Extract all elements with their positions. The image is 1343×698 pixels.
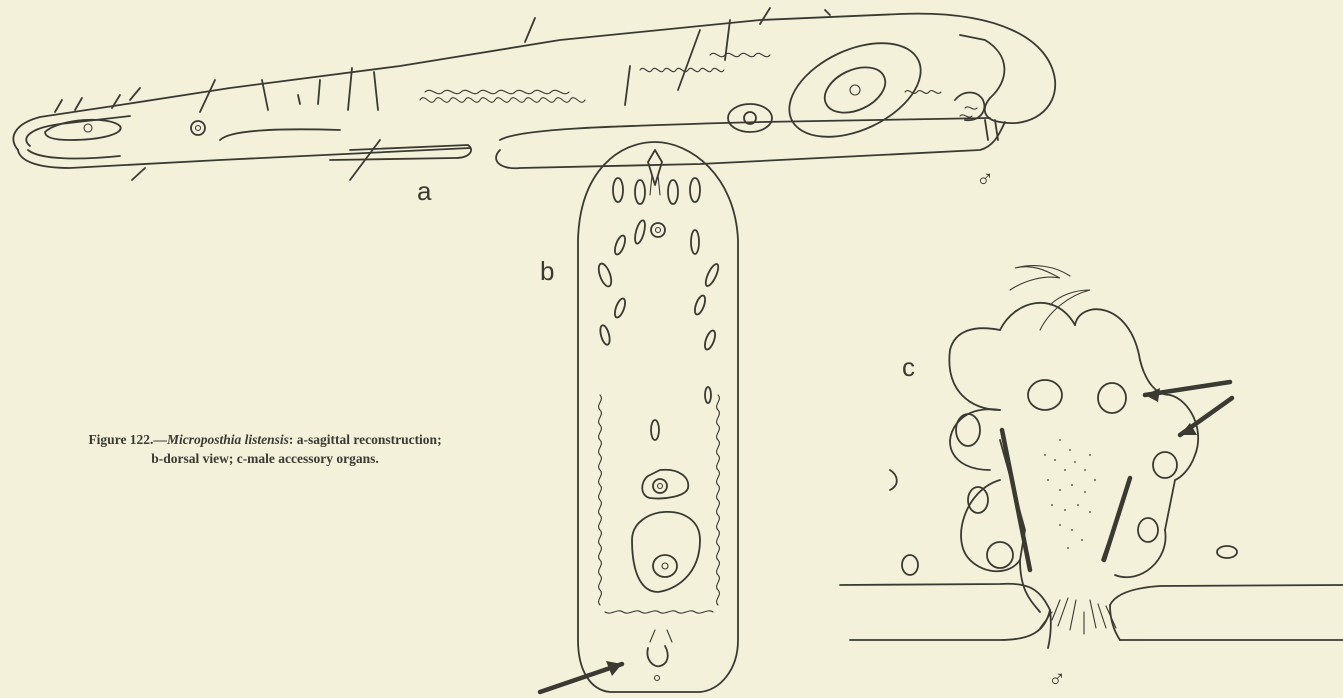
- panel-c-male-symbol: ♂: [1048, 668, 1066, 692]
- caption-line2: b-dorsal view; c-male accessory organs.: [151, 451, 379, 466]
- caption-prefix: Figure 122.—: [88, 432, 167, 447]
- caption-species-name: Microposthia listensis: [167, 432, 289, 447]
- stipple-pattern: [1044, 439, 1096, 549]
- panel-c-label: c: [902, 354, 915, 380]
- caption-line1-rest: : a-sagittal reconstruction;: [289, 432, 442, 447]
- figure-caption: Figure 122.—Microposthia listensis: a-sa…: [30, 430, 500, 468]
